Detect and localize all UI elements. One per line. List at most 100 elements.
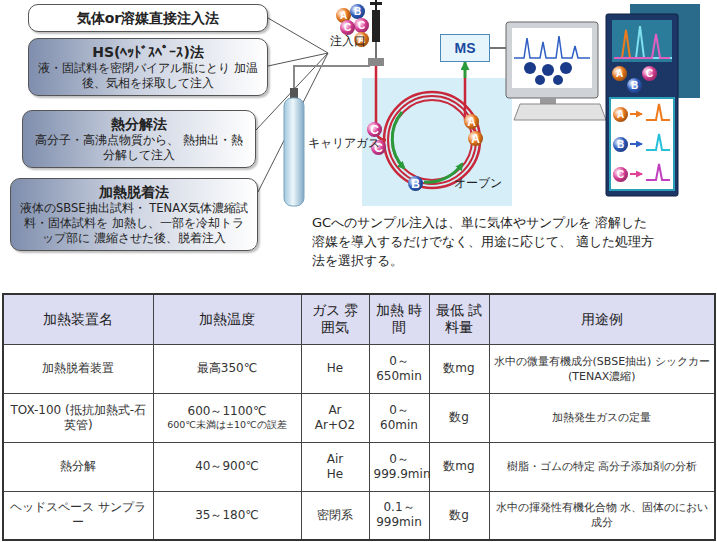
table-cell: 最高350℃ xyxy=(153,344,301,393)
node-label: 加熱脱着法 xyxy=(19,183,249,201)
cell-text: 数g xyxy=(449,410,469,424)
table-cell: 数g xyxy=(429,491,489,540)
table-cell: 数g xyxy=(429,393,489,442)
header-cell: 加熱装置名 xyxy=(3,294,153,344)
cell-text: 水中の揮発性有機化合物 水、固体のにおい成分 xyxy=(496,501,709,529)
table-row: 加熱脱着装置 最高350℃ He 0～ 650min 数mg 水中の微量有機成分(SBSE… xyxy=(3,344,715,393)
table-cell: 0～ 999.9min xyxy=(369,442,429,491)
node-label: B xyxy=(354,6,361,17)
flow-arrows xyxy=(392,112,462,182)
component-ball: A xyxy=(612,66,627,81)
method-box: 加熱脱着法液体のSBSE抽出試料・ TENAX気体濃縮試料・固体試料を 加熱し、… xyxy=(10,178,258,251)
cell-text: 0～ 999.9min xyxy=(374,452,431,481)
table-cell: 数mg xyxy=(429,344,489,393)
table-row: TOX-100 (抵抗加熱式-石英管)600～1100℃600℃未満は±10℃の… xyxy=(3,393,715,442)
part-label: 注入口 xyxy=(330,34,374,49)
cell-text: 加熱温度 xyxy=(199,311,255,327)
computer xyxy=(490,22,606,120)
cell-text: 600℃未満は±10℃の誤差 xyxy=(158,419,297,431)
header-cell: 最低 試料量 xyxy=(429,294,489,344)
note-text: GCへのサンプル注入は、単に気体やサンプルを 溶解した溶媒を導入するだけでなく、… xyxy=(312,213,660,270)
component-ball: C xyxy=(613,167,628,182)
column-coil xyxy=(376,66,480,188)
flow-arrow xyxy=(464,62,467,78)
component-ball: C xyxy=(367,122,382,137)
table-cell: 熱分解 xyxy=(3,442,153,491)
cell-text: ガス 雰囲気 xyxy=(312,302,358,335)
table-cell: 水中の揮発性有機化合物 水、固体のにおい成分 xyxy=(489,491,715,540)
node-label: 熱分解法 xyxy=(31,115,247,133)
header-cell: 加熱 時間 xyxy=(369,294,429,344)
cell-text: 600～1100℃ xyxy=(188,404,267,418)
node-label: C xyxy=(646,68,653,79)
table-cell: 水中の微量有機成分(SBSE抽出) シックカー(TENAX濃縮) xyxy=(489,344,715,393)
component-ball: C xyxy=(340,20,355,35)
node-label: C xyxy=(358,20,365,31)
table-cell: 0.1～ 999min xyxy=(369,491,429,540)
result-screens xyxy=(606,4,700,196)
table-row: 加熱装置名 加熱温度 ガス 雰囲気加熱 時間最低 試料量 用途例 xyxy=(3,294,715,344)
ms-detector: MS xyxy=(440,34,490,62)
cell-text: Ar Ar+O2 xyxy=(315,403,355,433)
cell-text: 最高350℃ xyxy=(197,361,257,375)
cell-text: 0.1～ 999min xyxy=(376,500,422,529)
table-cell: 樹脂・ゴムの特定 高分子添加剤の分析 xyxy=(489,442,715,491)
table-cell: 600～1100℃600℃未満は±10℃の誤差 xyxy=(153,393,301,442)
method-box: 熱分解法高分子・高沸点物質から、 熱抽出・熱分解して注入 xyxy=(22,110,256,168)
cell-text: 用途例 xyxy=(581,311,623,327)
cell-text: 水中の微量有機成分(SBSE抽出) シックカー(TENAX濃縮) xyxy=(494,355,710,383)
node-label: C xyxy=(344,22,351,33)
table-cell: Air He xyxy=(301,442,369,491)
node-label: A xyxy=(616,68,623,79)
cell-text: 加熱脱着装置 xyxy=(42,361,114,375)
table-cell: ヘッドスペース サンプラー xyxy=(3,491,153,540)
node-label: A xyxy=(617,109,624,120)
cell-text: TOX-100 (抵抗加熱式-石英管) xyxy=(10,403,146,432)
cell-text: 加熱 時間 xyxy=(376,302,422,335)
node-label: C xyxy=(370,123,379,137)
cell-text: 数mg xyxy=(443,459,474,473)
header-cell: 加熱温度 xyxy=(153,294,301,344)
node-label: A xyxy=(467,115,476,129)
node-label: 気体or溶媒直接注入法 xyxy=(37,9,259,27)
cell-text: 40～900℃ xyxy=(195,459,259,473)
node-label: C xyxy=(617,169,624,180)
node-label: B xyxy=(411,177,420,191)
cell-text: 密閉系 xyxy=(317,508,353,522)
node-label: MS xyxy=(455,40,476,56)
header-cell: ガス 雰囲気 xyxy=(301,294,369,344)
component-ball: B xyxy=(408,176,423,191)
table-cell: Ar Ar+O2 xyxy=(301,393,369,442)
node-description: 液体のSBSE抽出試料・ TENAX気体濃縮試料・固体試料を 加熱し、一部を冷却… xyxy=(19,201,249,246)
cell-text: 加熱装置名 xyxy=(43,311,113,327)
cell-text: 0～ 60min xyxy=(380,403,418,432)
node-description: 高分子・高沸点物質から、 熱抽出・熱分解して注入 xyxy=(31,133,247,163)
table-cell: 加熱発生ガスの定量 xyxy=(489,393,715,442)
cell-text: 35～180℃ xyxy=(195,508,259,522)
cell-text: 数g xyxy=(449,508,469,522)
cell-text: 数mg xyxy=(443,361,474,375)
cell-text: He xyxy=(327,361,343,376)
table-cell: TOX-100 (抵抗加熱式-石英管) xyxy=(3,393,153,442)
node-label: B xyxy=(617,139,624,150)
oven-box: オーブンCCAAB xyxy=(362,78,512,206)
node-description: 液・固試料を密閉バイアル瓶にとり 加温後、気相を採取して注入 xyxy=(37,61,259,91)
cell-text: Air He xyxy=(327,452,343,482)
cell-text: 加熱発生ガスの定量 xyxy=(552,411,651,424)
header-cell: 用途例 xyxy=(489,294,715,344)
node-label: オーブン xyxy=(454,175,502,192)
node-label: B xyxy=(631,80,638,91)
oven-body xyxy=(362,78,512,206)
cell-text: ヘッドスペース サンプラー xyxy=(10,500,146,529)
cell-text: 最低 試料量 xyxy=(436,302,482,335)
component-ball: B xyxy=(613,137,628,152)
table-cell: 40～900℃ xyxy=(153,442,301,491)
component-ball: C xyxy=(354,18,369,33)
table-cell: 0～ 650min xyxy=(369,344,429,393)
part-label: キャリアガス xyxy=(308,136,388,151)
component-ball: A xyxy=(464,114,479,129)
table-row: ヘッドスペース サンプラー 35～180℃ 密閉系 0.1～ 999min 数g 水中の揮… xyxy=(3,491,715,540)
table-cell: 加熱脱着装置 xyxy=(3,344,153,393)
table-cell: 35～180℃ xyxy=(153,491,301,540)
cell-text: 樹脂・ゴムの特定 高分子添加剤の分析 xyxy=(507,460,698,473)
